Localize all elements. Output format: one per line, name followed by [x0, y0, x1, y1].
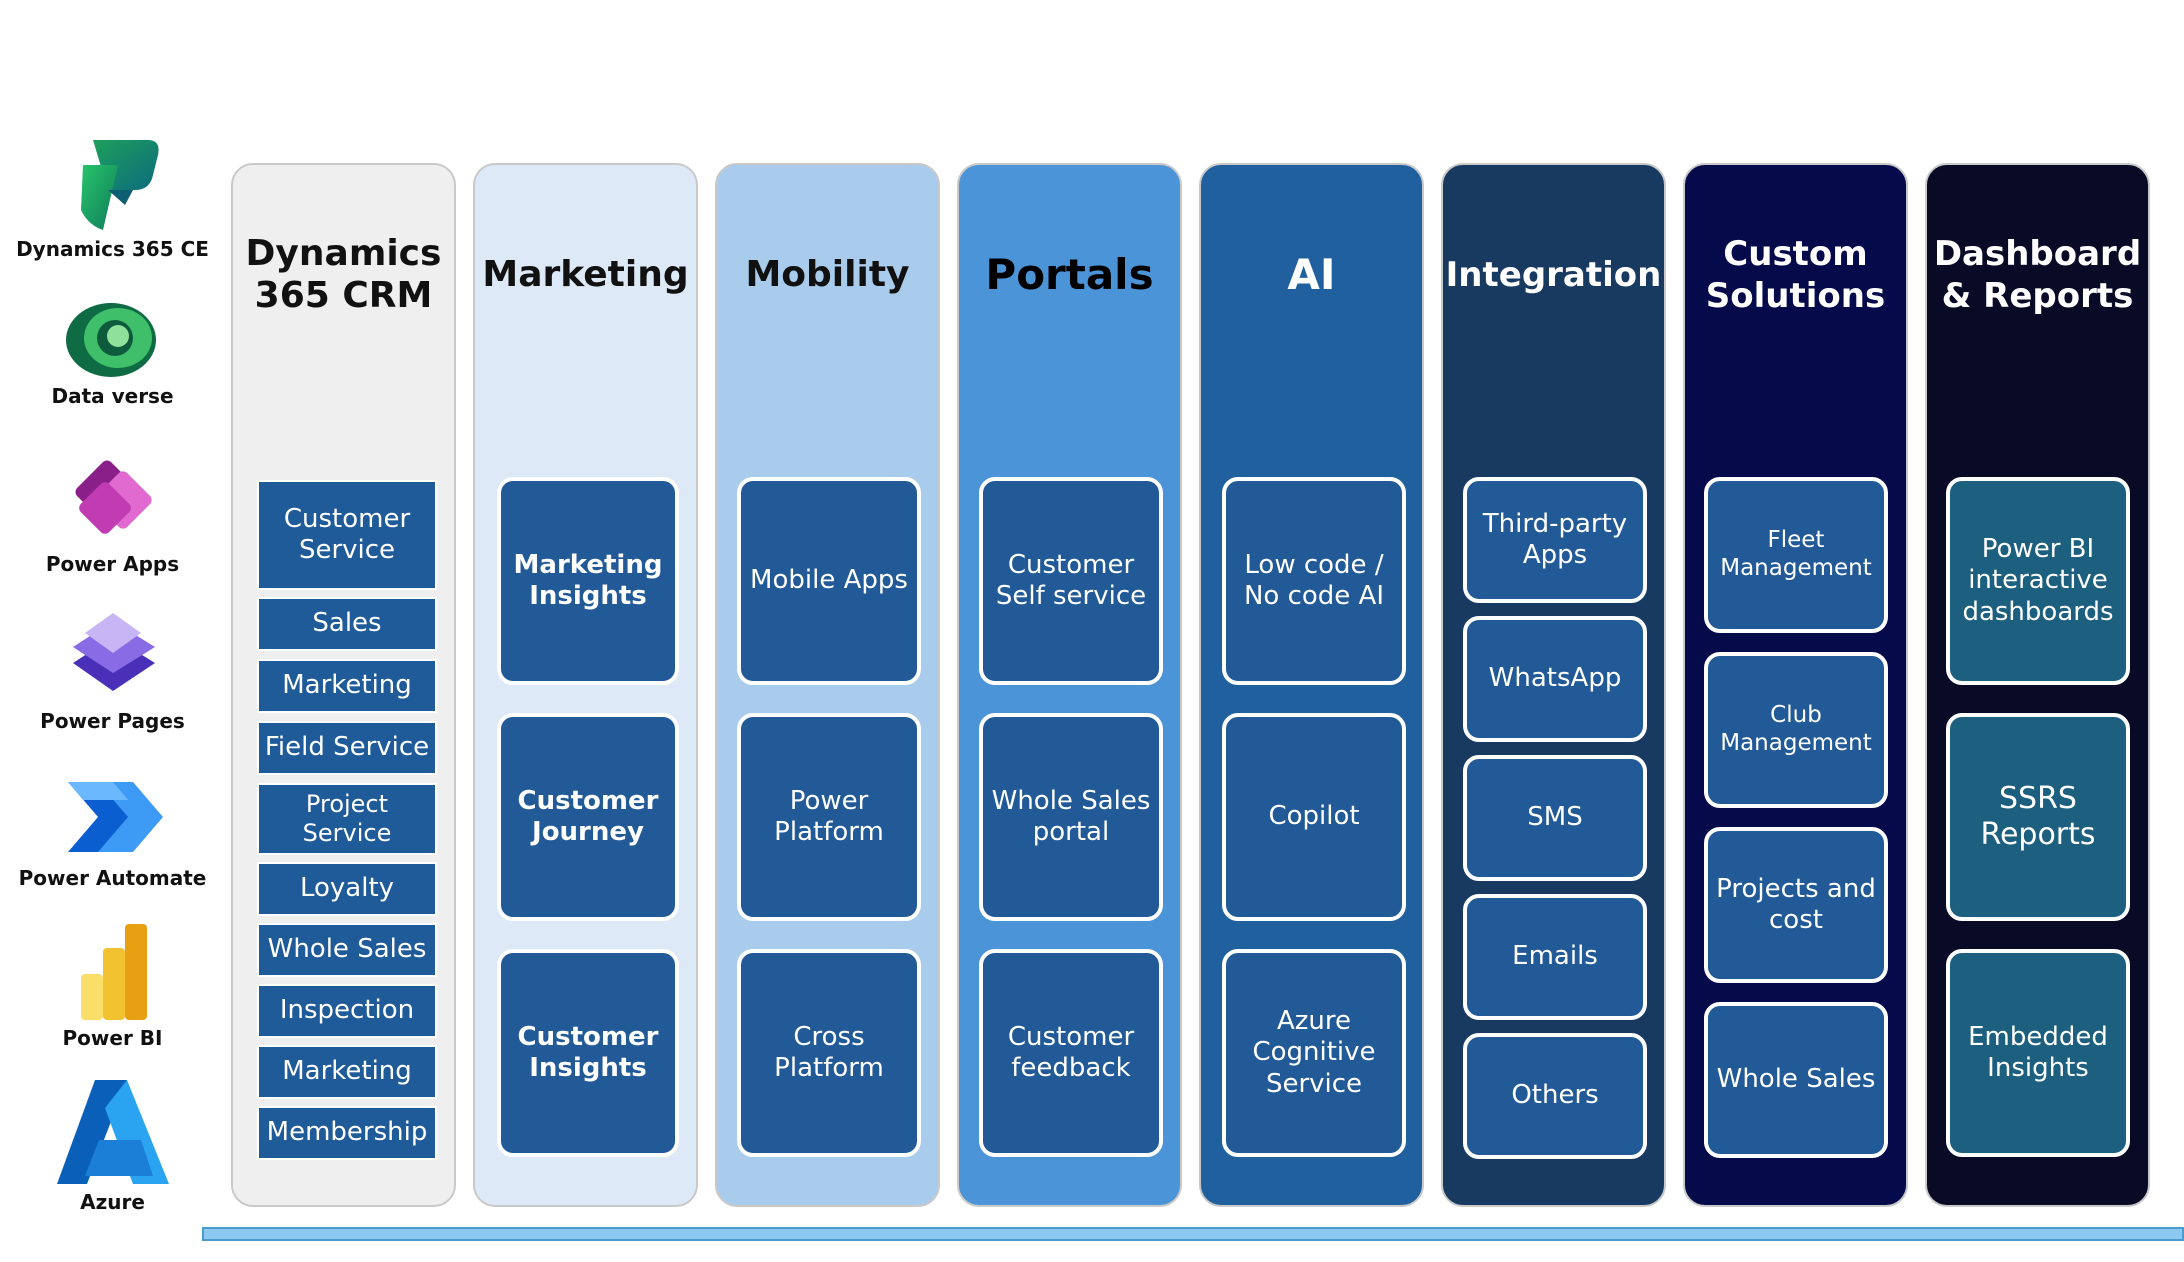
- logo-azure: Azure: [0, 1078, 225, 1214]
- product-logos: Dynamics 365 CE Data verse Power Apps Po…: [0, 0, 225, 1262]
- service-box: WhatsApp: [1463, 616, 1647, 742]
- column-portals: Portals Customer Self service Whole Sale…: [957, 163, 1182, 1207]
- service-box: Marketing Insights: [497, 477, 679, 685]
- column-ai: AI Low code / No code AI Copilot Azure C…: [1199, 163, 1424, 1207]
- logo-power-pages: Power Pages: [0, 605, 225, 733]
- column-title: AI: [1287, 250, 1336, 299]
- logo-label: Power Automate: [18, 866, 207, 890]
- service-box: Customer Self service: [979, 477, 1163, 685]
- service-box: Mobile Apps: [737, 477, 921, 685]
- service-box: Customer Insights: [497, 949, 679, 1157]
- service-box: Loyalty: [257, 862, 437, 916]
- column-dynamics-365-crm: Dynamics 365 CRM Customer Service Sales …: [231, 163, 456, 1207]
- power-bi-icon: [80, 924, 147, 1020]
- service-box: Whole Sales: [257, 923, 437, 977]
- service-box: Fleet Management: [1704, 477, 1888, 633]
- service-box: SMS: [1463, 755, 1647, 881]
- logo-label: Data verse: [51, 384, 174, 408]
- service-box: Embedded Insights: [1946, 949, 2130, 1157]
- column-title: Dynamics 365 CRM: [245, 233, 442, 316]
- service-box: Club Management: [1704, 652, 1888, 808]
- logo-power-apps: Power Apps: [0, 448, 225, 576]
- logo-label: Dynamics 365 CE: [16, 237, 209, 261]
- column-marketing: Marketing Marketing Insights Customer Jo…: [473, 163, 698, 1207]
- service-box: Whole Sales: [1704, 1002, 1888, 1158]
- column-title: Integration: [1445, 255, 1662, 295]
- power-automate-icon: [67, 782, 163, 852]
- service-box: Projects and cost: [1704, 827, 1888, 983]
- service-box: Whole Sales portal: [979, 713, 1163, 921]
- logo-label: Power BI: [62, 1026, 163, 1050]
- service-box: Emails: [1463, 894, 1647, 1020]
- service-box: Membership: [257, 1106, 437, 1160]
- service-box: Customer Service: [257, 480, 437, 590]
- service-box: Third-party Apps: [1463, 477, 1647, 603]
- logo-power-bi: Power BI: [0, 922, 225, 1050]
- service-box: Others: [1463, 1033, 1647, 1159]
- service-box: Customer Journey: [497, 713, 679, 921]
- column-title: Dashboard & Reports: [1933, 234, 2142, 316]
- column-title: Marketing: [482, 254, 689, 295]
- logo-power-automate: Power Automate: [0, 772, 225, 890]
- logo-label: Power Pages: [40, 709, 185, 733]
- service-box: Low code / No code AI: [1222, 477, 1406, 685]
- logo-label: Power Apps: [45, 552, 180, 576]
- dataverse-icon: [65, 303, 156, 377]
- service-box: Inspection: [257, 984, 437, 1038]
- logo-label: Azure: [80, 1190, 145, 1214]
- service-box: Field Service: [257, 721, 437, 775]
- service-box: Azure Cognitive Service: [1222, 949, 1406, 1157]
- service-box: Marketing: [257, 659, 437, 713]
- column-mobility: Mobility Mobile Apps Power Platform Cros…: [715, 163, 940, 1207]
- column-title: Portals: [985, 250, 1154, 299]
- service-box: Copilot: [1222, 713, 1406, 921]
- power-pages-icon: [72, 613, 155, 691]
- service-box: Power Platform: [737, 713, 921, 921]
- power-apps-icon: [75, 460, 152, 534]
- column-title: Custom Solutions: [1705, 234, 1886, 316]
- column-title: Mobility: [745, 254, 910, 295]
- service-box: Power BI interactive dashboards: [1946, 477, 2130, 685]
- bottom-bar: [202, 1227, 2184, 1241]
- azure-icon: [56, 1080, 169, 1184]
- logo-dynamics-365-ce: Dynamics 365 CE: [0, 135, 225, 261]
- column-dashboard-reports: Dashboard & Reports Power BI interactive…: [1925, 163, 2150, 1207]
- service-box: SSRS Reports: [1946, 713, 2130, 921]
- dynamics-365-ce-icon: [80, 140, 159, 230]
- column-custom-solutions: Custom Solutions Fleet Management Club M…: [1683, 163, 1908, 1207]
- logo-dataverse: Data verse: [0, 300, 225, 408]
- service-box: Cross Platform: [737, 949, 921, 1157]
- service-box: Customer feedback: [979, 949, 1163, 1157]
- service-box: Marketing: [257, 1045, 437, 1099]
- service-box: Project Service: [257, 783, 437, 855]
- column-integration: Integration Third-party Apps WhatsApp SM…: [1441, 163, 1666, 1207]
- service-box: Sales: [257, 597, 437, 651]
